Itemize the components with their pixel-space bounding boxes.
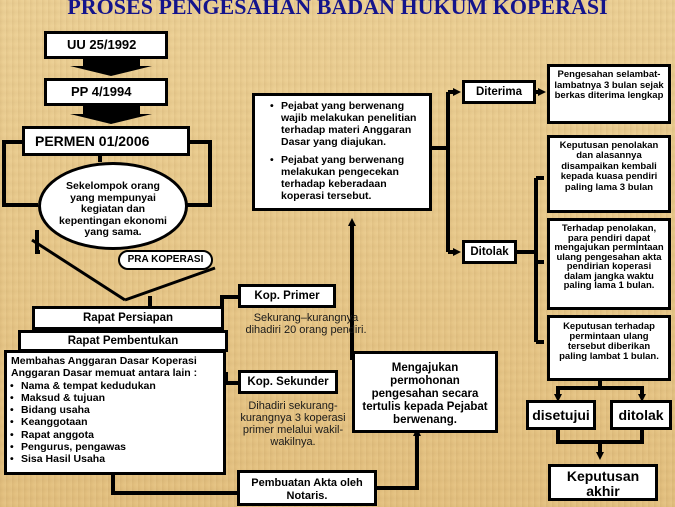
connector-to-akta — [111, 475, 237, 495]
mengajukan-box: Mengajukan permohonan pengesahan secara … — [352, 351, 498, 433]
pp-box: PP 4/1994 — [44, 78, 168, 106]
keputusan-permintaan-box: Keputusan terhadap permintaan ulang ters… — [547, 315, 671, 381]
anggaran-item: Bidang usaha — [10, 404, 219, 417]
funnel-left — [31, 238, 126, 302]
pejabat-item: Pejabat yang berwenang wajib melakukan p… — [270, 100, 423, 148]
terhadap-penolakan-box: Terhadap penolakan, para pendiri dapat m… — [547, 218, 671, 310]
kop-sekunder-desc: Dihadiri sekurang-kurangnya 3 koperasi p… — [240, 400, 346, 448]
disetujui-box: disetujui — [526, 400, 596, 430]
keputusan-akhir-box: Keputusan akhir — [548, 464, 658, 501]
pejabat-item: Pejabat yang berwenang melakukan pengece… — [270, 154, 423, 202]
rapat-persiapan-box: Rapat Persiapan — [32, 306, 224, 330]
kop-primer-desc: Sekurang–kurangnya dihadiri 20 orang pen… — [245, 312, 367, 336]
anggaran-item: Rapat anggota — [10, 429, 219, 442]
anggaran-list: Nama & tempat kedudukan Maksud & tujuan … — [10, 380, 219, 466]
bracket-right — [186, 140, 212, 207]
anggaran-item: Nama & tempat kedudukan — [10, 380, 219, 393]
rapat-pembentukan-box: Rapat Pembentukan — [18, 330, 228, 352]
anggaran-item: Pengurus, pengawas — [10, 441, 219, 454]
connector-split-bottom-right — [600, 386, 646, 402]
bracket-left — [2, 140, 38, 207]
page-title: PROSES PENGESAHAN BADAN HUKUM KOPERASI — [67, 0, 608, 19]
anggaran-intro: Membahas Anggaran Dasar Koperasi Anggara… — [11, 355, 198, 380]
diterima-box: Diterima — [462, 80, 536, 104]
connector-split-bottom — [554, 380, 602, 402]
ditolak-final-box: ditolak — [610, 400, 672, 430]
funnel-right — [124, 266, 216, 302]
ditolak-box: Ditolak — [462, 240, 517, 264]
anggaran-item: Keanggotaan — [10, 416, 219, 429]
connector-to-kop-sekunder — [224, 372, 238, 385]
connector-to-akhir-right — [600, 428, 644, 444]
uu-box: UU 25/1992 — [44, 31, 168, 59]
connector-ellipse-left — [35, 230, 40, 254]
pengesahan-box: Pengesahan selambat-lambatnya 3 bulan se… — [547, 64, 671, 124]
connector-to-akhir-left — [556, 428, 600, 444]
anggaran-dasar-box: Membahas Anggaran Dasar Koperasi Anggara… — [4, 350, 226, 475]
akta-box: Pembuatan Akta oleh Notaris. — [237, 470, 377, 506]
pra-koperasi-badge: PRA KOPERASI — [118, 250, 213, 270]
group-ellipse: Sekelompok orang yang mempunyai kegiatan… — [38, 162, 188, 250]
arrow-akta-mengajukan — [375, 428, 421, 490]
kop-sekunder-box: Kop. Sekunder — [238, 370, 338, 394]
keputusan-penolakan-box: Keputusan penolakan dan alasannya disamp… — [547, 135, 671, 213]
anggaran-item: Maksud & tujuan — [10, 392, 219, 405]
pejabat-box: Pejabat yang berwenang wajib melakukan p… — [252, 93, 432, 211]
permen-box: PERMEN 01/2006 — [22, 126, 190, 156]
arrow-uu-pp — [70, 58, 152, 76]
anggaran-item: Sisa Hasil Usaha — [10, 453, 219, 466]
kop-primer-box: Kop. Primer — [238, 284, 336, 308]
arrow-pp-permen — [70, 105, 152, 124]
pejabat-list: Pejabat yang berwenang wajib melakukan p… — [269, 100, 423, 202]
